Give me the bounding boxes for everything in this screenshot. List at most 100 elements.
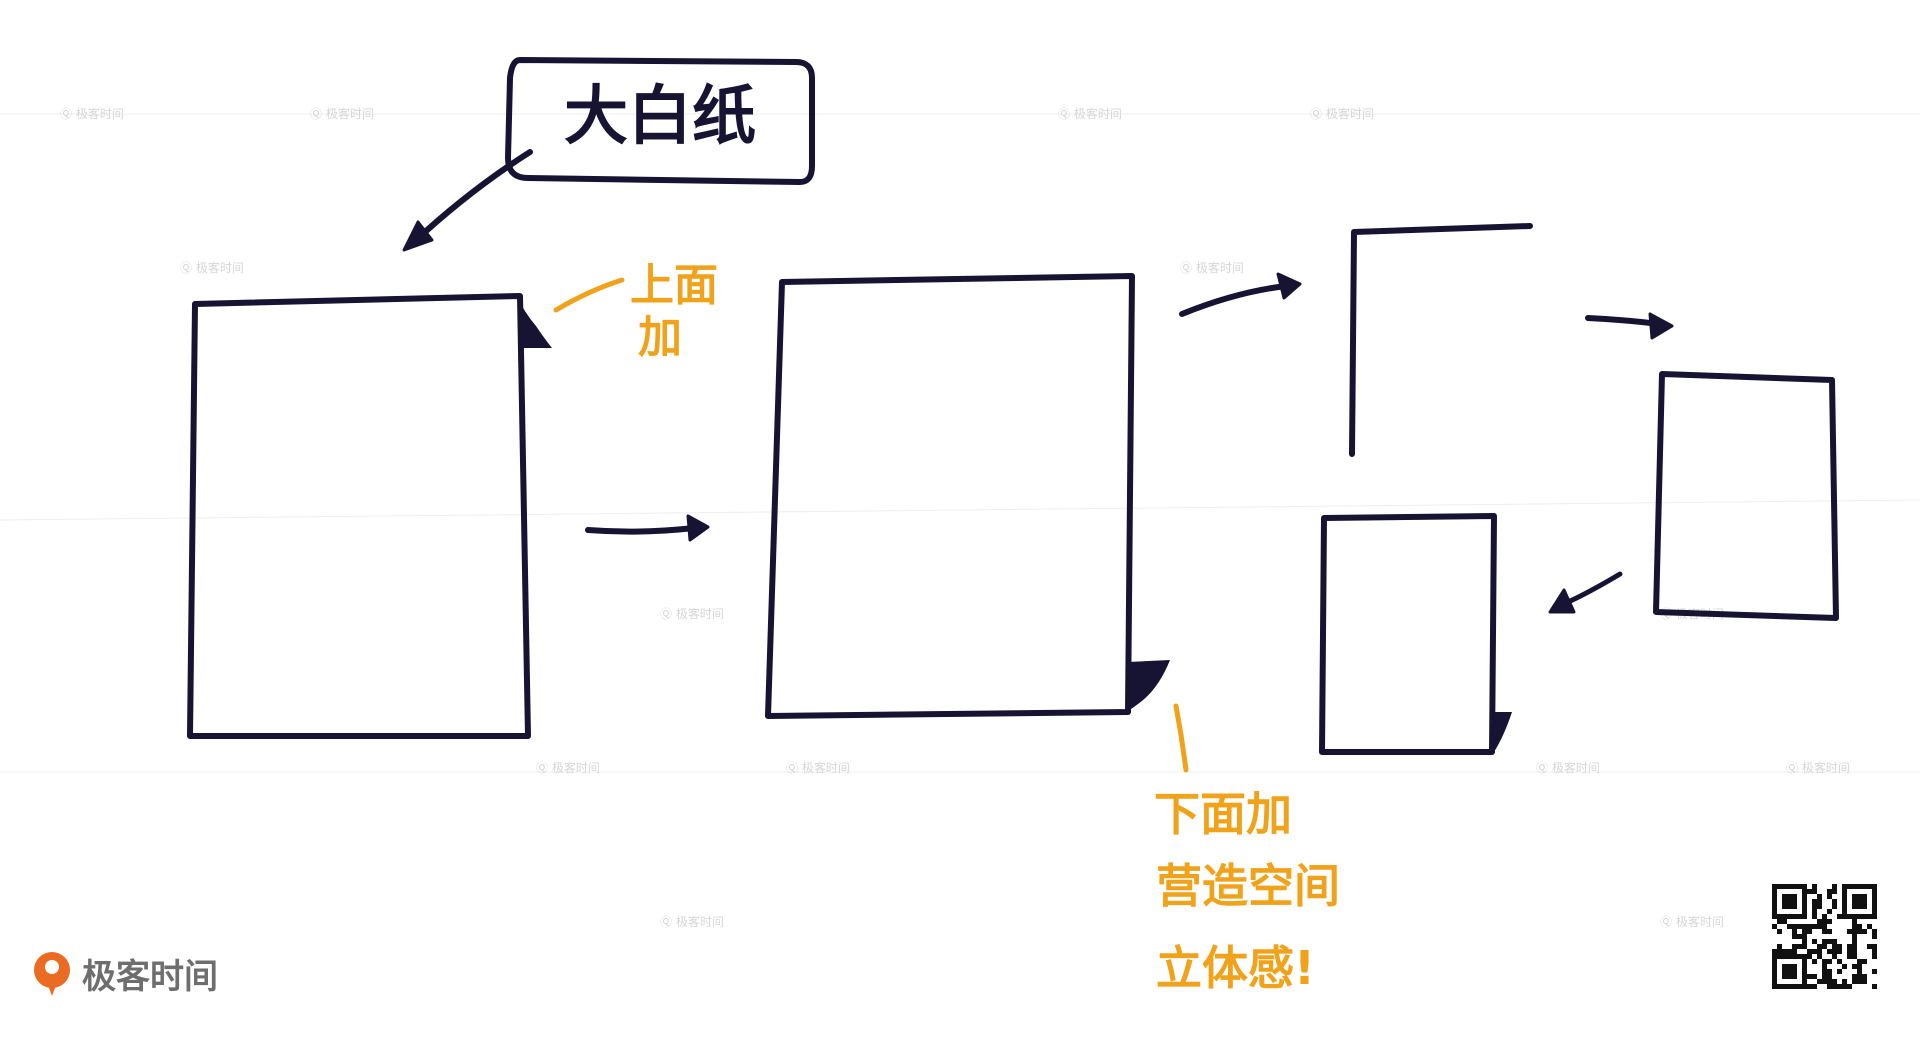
qr-module — [1812, 939, 1817, 944]
qr-module — [1862, 904, 1867, 909]
watermark-text: Ⓠ 极客时间 — [536, 760, 600, 775]
qr-module — [1867, 914, 1872, 919]
qr-module — [1822, 959, 1827, 964]
qr-module — [1867, 884, 1872, 889]
callout-arrow — [411, 149, 533, 245]
qr-module — [1777, 944, 1782, 949]
annotation-top-line-2: 加 — [638, 312, 682, 363]
watermark-text: Ⓠ 极客时间 — [310, 106, 374, 121]
qr-module — [1832, 984, 1837, 989]
qr-module — [1827, 949, 1832, 954]
qr-module — [1792, 884, 1797, 889]
qr-module — [1772, 984, 1777, 989]
qr-module — [1792, 899, 1797, 904]
qr-module — [1782, 919, 1787, 924]
qr-module — [1792, 934, 1797, 939]
qr-module — [1807, 949, 1812, 954]
arrow-3-to-4 — [1585, 312, 1674, 340]
qr-module — [1872, 894, 1877, 899]
qr-module — [1802, 944, 1807, 949]
paper-corner-bracket — [1349, 223, 1533, 457]
qr-module — [1847, 914, 1852, 919]
qr-module — [1802, 924, 1807, 929]
qr-module — [1832, 979, 1837, 984]
qr-module — [1792, 914, 1797, 919]
watermark-text: Ⓠ 极客时间 — [180, 260, 244, 275]
qr-module — [1822, 929, 1827, 934]
qr-module — [1802, 899, 1807, 904]
qr-module — [1772, 899, 1777, 904]
qr-module — [1802, 929, 1807, 934]
qr-module — [1812, 909, 1817, 914]
qr-module — [1822, 924, 1827, 929]
qr-module — [1812, 889, 1817, 894]
qr-module — [1787, 954, 1792, 959]
qr-module — [1862, 914, 1867, 919]
qr-module — [1852, 899, 1857, 904]
qr-module — [1792, 969, 1797, 974]
qr-module — [1787, 884, 1792, 889]
qr-module — [1832, 939, 1837, 944]
qr-module — [1827, 919, 1832, 924]
qr-module — [1857, 979, 1862, 984]
qr-module — [1862, 894, 1867, 899]
qr-module — [1817, 919, 1822, 924]
fold-corner-bottom-icon — [1126, 660, 1170, 712]
qr-module — [1867, 944, 1872, 949]
callout-box — [505, 57, 815, 185]
watermark-text: Ⓠ 极客时间 — [1180, 260, 1244, 275]
qr-module — [1782, 904, 1787, 909]
qr-module — [1852, 929, 1857, 934]
qr-module — [1787, 914, 1792, 919]
qr-module — [1862, 959, 1867, 964]
qr-module — [1857, 914, 1862, 919]
qr-module — [1772, 904, 1777, 909]
qr-module — [1782, 899, 1787, 904]
qr-module — [1777, 984, 1782, 989]
qr-module — [1792, 944, 1797, 949]
watermark-text: Ⓠ 极客时间 — [1660, 914, 1724, 929]
qr-module — [1872, 914, 1877, 919]
qr-module — [1782, 964, 1787, 969]
qr-module — [1802, 909, 1807, 914]
qr-module — [1827, 939, 1832, 944]
qr-module — [1832, 899, 1837, 904]
qr-module — [1827, 889, 1832, 894]
qr-module — [1812, 884, 1817, 889]
watermark-text: Ⓠ 极客时间 — [1058, 106, 1122, 121]
qr-module — [1852, 904, 1857, 909]
watermark-text: Ⓠ 极客时间 — [1536, 760, 1600, 775]
qr-module — [1807, 889, 1812, 894]
qr-module — [1852, 919, 1857, 924]
qr-module — [1837, 969, 1842, 974]
qr-module — [1787, 904, 1792, 909]
qr-module — [1857, 964, 1862, 969]
qr-module — [1862, 899, 1867, 904]
qr-module — [1822, 939, 1827, 944]
qr-module — [1787, 969, 1792, 974]
qr-module — [1852, 954, 1857, 959]
paper-sheet-2 — [765, 273, 1170, 719]
qr-module — [1832, 944, 1837, 949]
qr-module — [1772, 909, 1777, 914]
qr-module — [1852, 974, 1857, 979]
qr-module — [1777, 884, 1782, 889]
qr-module — [1842, 884, 1847, 889]
qr-module — [1817, 894, 1822, 899]
qr-module — [1852, 944, 1857, 949]
qr-module — [1772, 954, 1777, 959]
watermark-text: Ⓠ 极客时间 — [60, 106, 124, 121]
qr-module — [1797, 914, 1802, 919]
qr-module — [1802, 964, 1807, 969]
qr-module — [1847, 944, 1852, 949]
qr-module — [1837, 944, 1842, 949]
qr-module — [1822, 969, 1827, 974]
qr-module — [1842, 909, 1847, 914]
qr-module — [1772, 884, 1777, 889]
qr-module — [1872, 949, 1877, 954]
qr-module — [1782, 954, 1787, 959]
qr-module — [1792, 949, 1797, 954]
qr-module — [1852, 894, 1857, 899]
qr-module — [1787, 899, 1792, 904]
qr-module — [1842, 904, 1847, 909]
